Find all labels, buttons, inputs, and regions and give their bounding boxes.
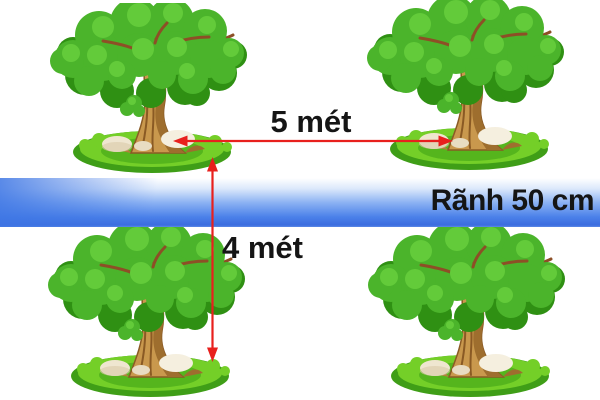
- ditch-label: Rãnh 50 cm: [430, 184, 595, 217]
- horizontal-distance-label: 5 mét: [270, 104, 352, 139]
- ditch-band: [0, 178, 600, 227]
- tree-top-right: [364, 0, 576, 174]
- vertical-distance-label: 4 mét: [222, 230, 303, 265]
- tree-top-left: [47, 3, 259, 177]
- tree-bottom-right: [365, 227, 577, 400]
